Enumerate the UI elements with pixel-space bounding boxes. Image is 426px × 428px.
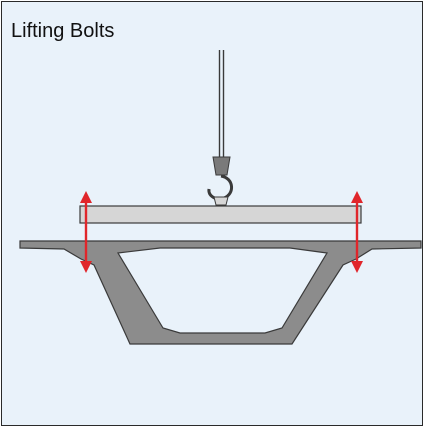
spreader-beam-icon — [79, 205, 362, 224]
diagram-title: Lifting Bolts — [11, 20, 115, 42]
crane-hook-icon — [207, 156, 233, 206]
box-girder-icon — [19, 240, 422, 345]
crane-cable-icon — [218, 50, 225, 157]
